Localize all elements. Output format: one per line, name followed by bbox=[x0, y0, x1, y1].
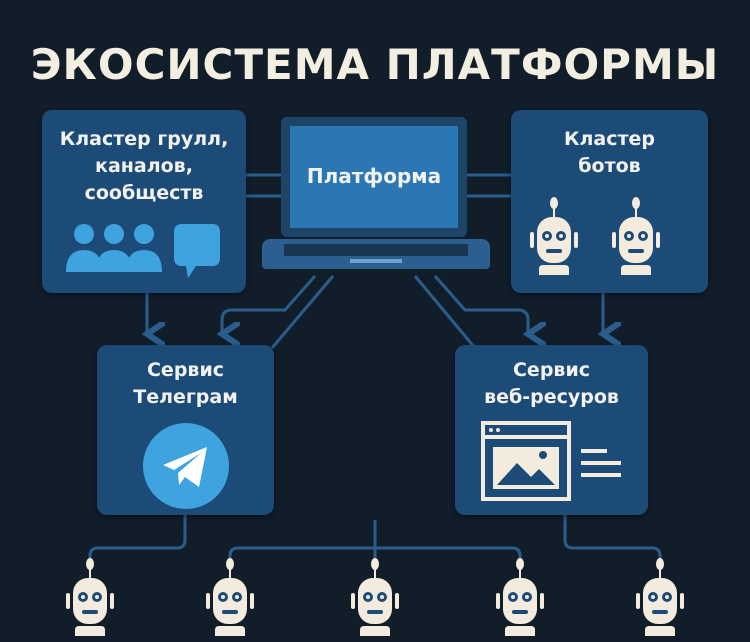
label-line: веб-ресуров bbox=[484, 386, 619, 408]
platform-laptop: Платформа bbox=[262, 117, 490, 275]
robot-icon bbox=[205, 556, 255, 636]
robot-icon bbox=[635, 556, 685, 636]
groups-cluster-label: Кластер грулл, каналов, сообществ bbox=[42, 126, 246, 207]
laptop-screen: Платформа bbox=[290, 126, 458, 228]
label-line: Телеграм bbox=[133, 386, 238, 408]
label-line: Сервис bbox=[512, 359, 591, 381]
label-line: каналов, bbox=[95, 155, 193, 177]
label-line: ботов bbox=[578, 155, 641, 177]
web-service-node: Сервис веб-ресуров bbox=[455, 345, 648, 515]
telegram-icon bbox=[143, 423, 229, 509]
robot-icon bbox=[529, 195, 579, 275]
diagram-title: ЭКОСИСТЕМА ПЛАТФОРМЫ bbox=[30, 40, 720, 89]
platform-label: Платформа bbox=[306, 164, 442, 188]
laptop-keyboard bbox=[262, 239, 490, 269]
robot-icon bbox=[65, 556, 115, 636]
telegram-service-label: Сервис Телеграм bbox=[97, 357, 274, 411]
bots-cluster-label: Кластер ботов bbox=[511, 126, 708, 180]
web-service-label: Сервис веб-ресуров bbox=[455, 357, 648, 411]
label-line: Сервис bbox=[146, 359, 225, 381]
label-line: Кластер bbox=[563, 128, 656, 150]
people-chat-icon bbox=[66, 224, 220, 278]
groups-cluster-node: Кластер грулл, каналов, сообществ bbox=[42, 110, 246, 293]
robot-icon bbox=[611, 195, 661, 275]
bots-cluster-node: Кластер ботов bbox=[511, 110, 708, 293]
label-line: Кластер грулл, bbox=[59, 128, 229, 150]
robot-icon bbox=[495, 556, 545, 636]
webpage-icon bbox=[481, 421, 621, 501]
telegram-service-node: Сервис Телеграм bbox=[97, 345, 274, 515]
label-line: сообществ bbox=[84, 182, 204, 204]
robot-icon bbox=[350, 556, 400, 636]
